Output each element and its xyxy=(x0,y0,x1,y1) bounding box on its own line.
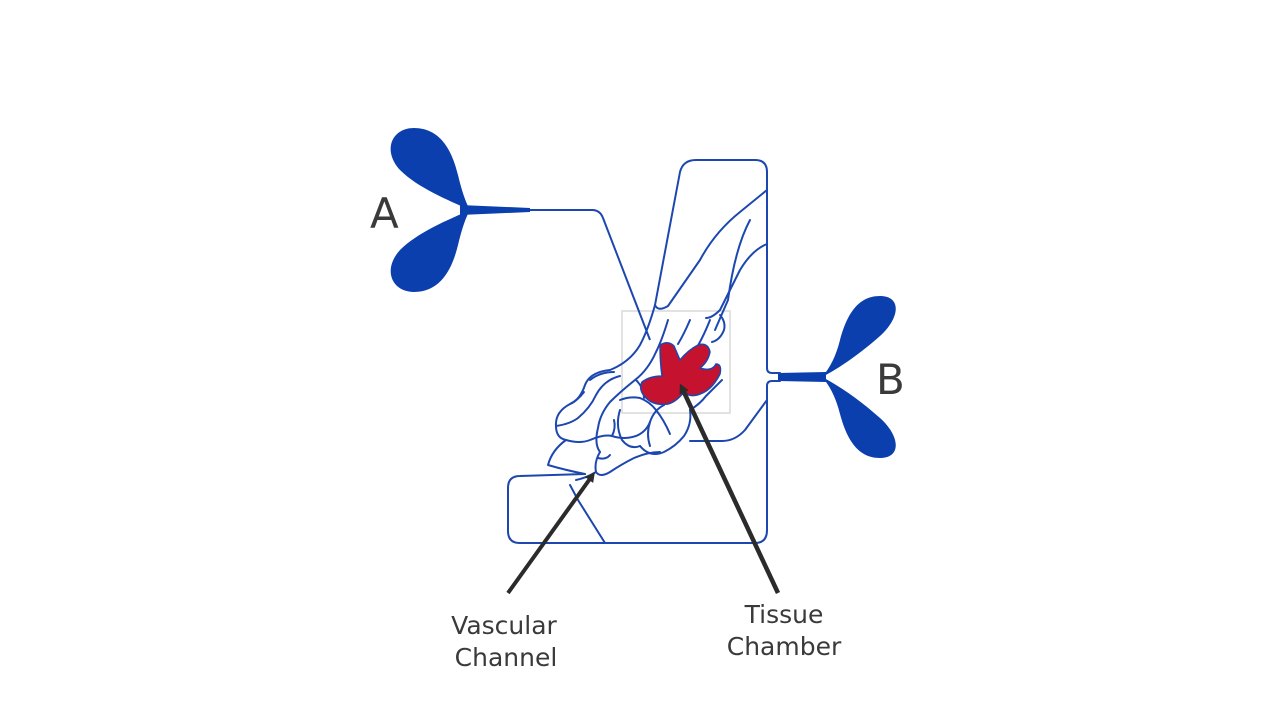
port-a-channel xyxy=(530,209,651,341)
port-a-lower-lobe xyxy=(390,210,470,292)
right-wall-lower xyxy=(604,380,781,544)
port-b-upper-lobe xyxy=(822,296,896,377)
lower-reservoir-diagonal xyxy=(569,484,606,544)
vessel-20 xyxy=(611,419,616,437)
port-a xyxy=(390,128,530,292)
vascular-channel-label-line2: Channel xyxy=(455,643,558,672)
port-a-upper-lobe xyxy=(390,128,470,210)
vascular-channel-label-line1: Vascular xyxy=(451,611,557,640)
port-b-neck xyxy=(778,372,826,382)
tissue-chamber-label-line1: Tissue xyxy=(744,600,824,629)
port-a-label: A xyxy=(370,189,399,238)
tissue-chamber-label-line2: Chamber xyxy=(727,632,842,661)
tissue-region xyxy=(639,342,722,406)
port-b xyxy=(778,296,896,458)
vessel-14 xyxy=(594,451,661,476)
vessel-15 xyxy=(597,454,611,460)
vessel-8 xyxy=(589,371,615,381)
upper-reservoir xyxy=(654,159,781,374)
vessel-9 xyxy=(619,396,657,411)
lower-reservoir xyxy=(507,473,606,544)
vascular-channel-arrow xyxy=(506,471,595,595)
vessel-5 xyxy=(711,314,726,343)
vessel-13 xyxy=(689,379,723,411)
vessel-7 xyxy=(555,375,621,427)
lower-right-branch xyxy=(689,399,768,442)
vessel-12 xyxy=(655,409,671,435)
port-a-neck xyxy=(460,205,530,215)
port-b-label: B xyxy=(876,355,905,404)
vessel-21 xyxy=(647,421,651,447)
port-b-lower-lobe xyxy=(822,377,896,458)
upper-branch-1 xyxy=(654,189,768,310)
vessel-10 xyxy=(616,409,641,449)
device-channels xyxy=(507,159,781,544)
vessel-3 xyxy=(677,319,691,345)
tissue-inset-frame xyxy=(621,310,731,414)
vessel-18 xyxy=(569,391,585,405)
tissue-chamber-arrow xyxy=(679,383,781,594)
upper-branch-3 xyxy=(714,219,751,331)
vessel-2 xyxy=(595,319,669,453)
vessel-16 xyxy=(547,439,586,475)
vessel-6 xyxy=(565,404,665,443)
